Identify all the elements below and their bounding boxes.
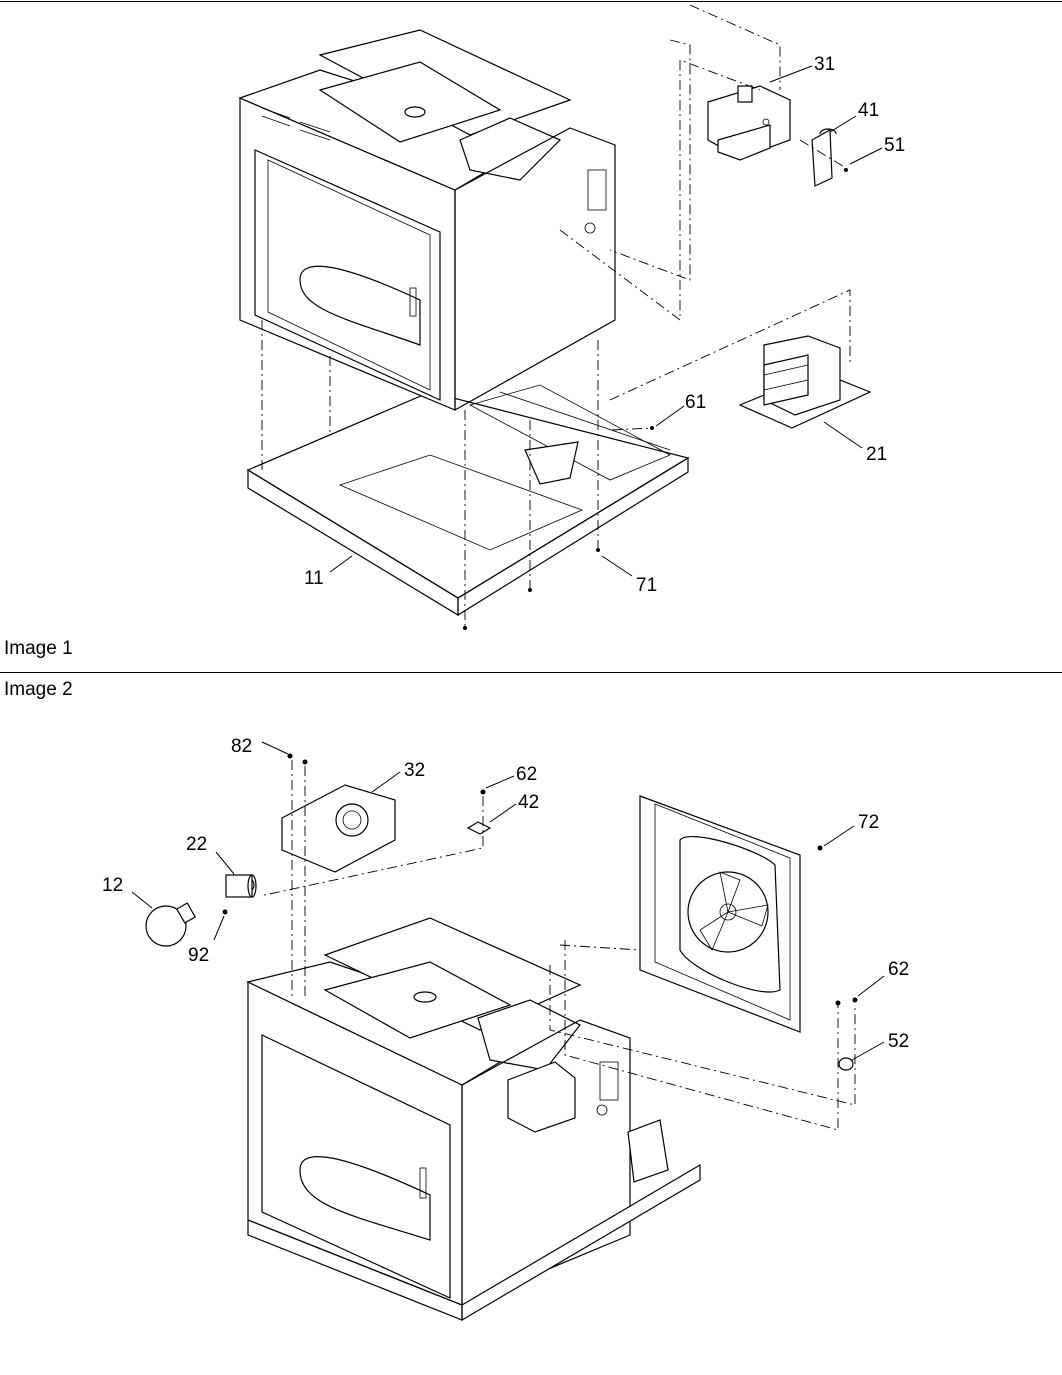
callout-52: 52: [888, 1031, 909, 1052]
callout-51: 51: [884, 135, 905, 156]
thermal-sensor: [838, 1057, 854, 1071]
magnetron: [707, 85, 791, 161]
transformer: [738, 335, 872, 429]
callout-32: 32: [404, 760, 425, 781]
panel-label-image-1: Image 1: [4, 638, 73, 659]
callout-41: 41: [858, 100, 879, 121]
panel-divider: [0, 672, 1062, 673]
callouts-image-1: 31 41 51 61 21 11 71: [304, 54, 905, 596]
assembly-lines: [259, 760, 856, 1131]
oven-cavity-assembly: [246, 917, 701, 1322]
callout-92: 92: [188, 945, 209, 966]
bracket: [811, 128, 837, 187]
callouts-image-2: 82 32 62 42 22 12 92 72 62 52: [102, 736, 909, 1061]
screw-icons: [222, 753, 858, 1006]
callout-42: 42: [518, 792, 539, 813]
base-tray: [246, 384, 690, 617]
callout-71: 71: [636, 575, 657, 596]
callout-22: 22: [186, 834, 207, 855]
panel-label-image-2: Image 2: [4, 679, 73, 700]
light-bulb: [145, 902, 197, 947]
lamp-housing: [281, 784, 396, 873]
callout-72: 72: [858, 812, 879, 833]
callout-21: 21: [866, 444, 887, 465]
wire-clip: [466, 821, 492, 835]
callout-62-top: 62: [516, 764, 537, 785]
callout-31: 31: [814, 54, 835, 75]
callout-11: 11: [304, 568, 324, 589]
convection-fan-assembly: [639, 795, 801, 1033]
callout-61: 61: [685, 392, 706, 413]
callout-12: 12: [102, 875, 123, 896]
callout-82: 82: [231, 736, 252, 757]
callout-62-right: 62: [888, 959, 909, 980]
top-rule: [0, 1, 1062, 2]
oven-cavity: [238, 29, 616, 412]
exploded-view-image-1: 31 41 51 61 21 11 71: [238, 4, 905, 630]
bracket-strip: [261, 107, 331, 141]
exploded-view-image-2: 82 32 62 42 22 12 92 72 62 52: [102, 736, 909, 1322]
lamp-socket: [225, 874, 257, 898]
assembly-lines: [261, 4, 851, 628]
